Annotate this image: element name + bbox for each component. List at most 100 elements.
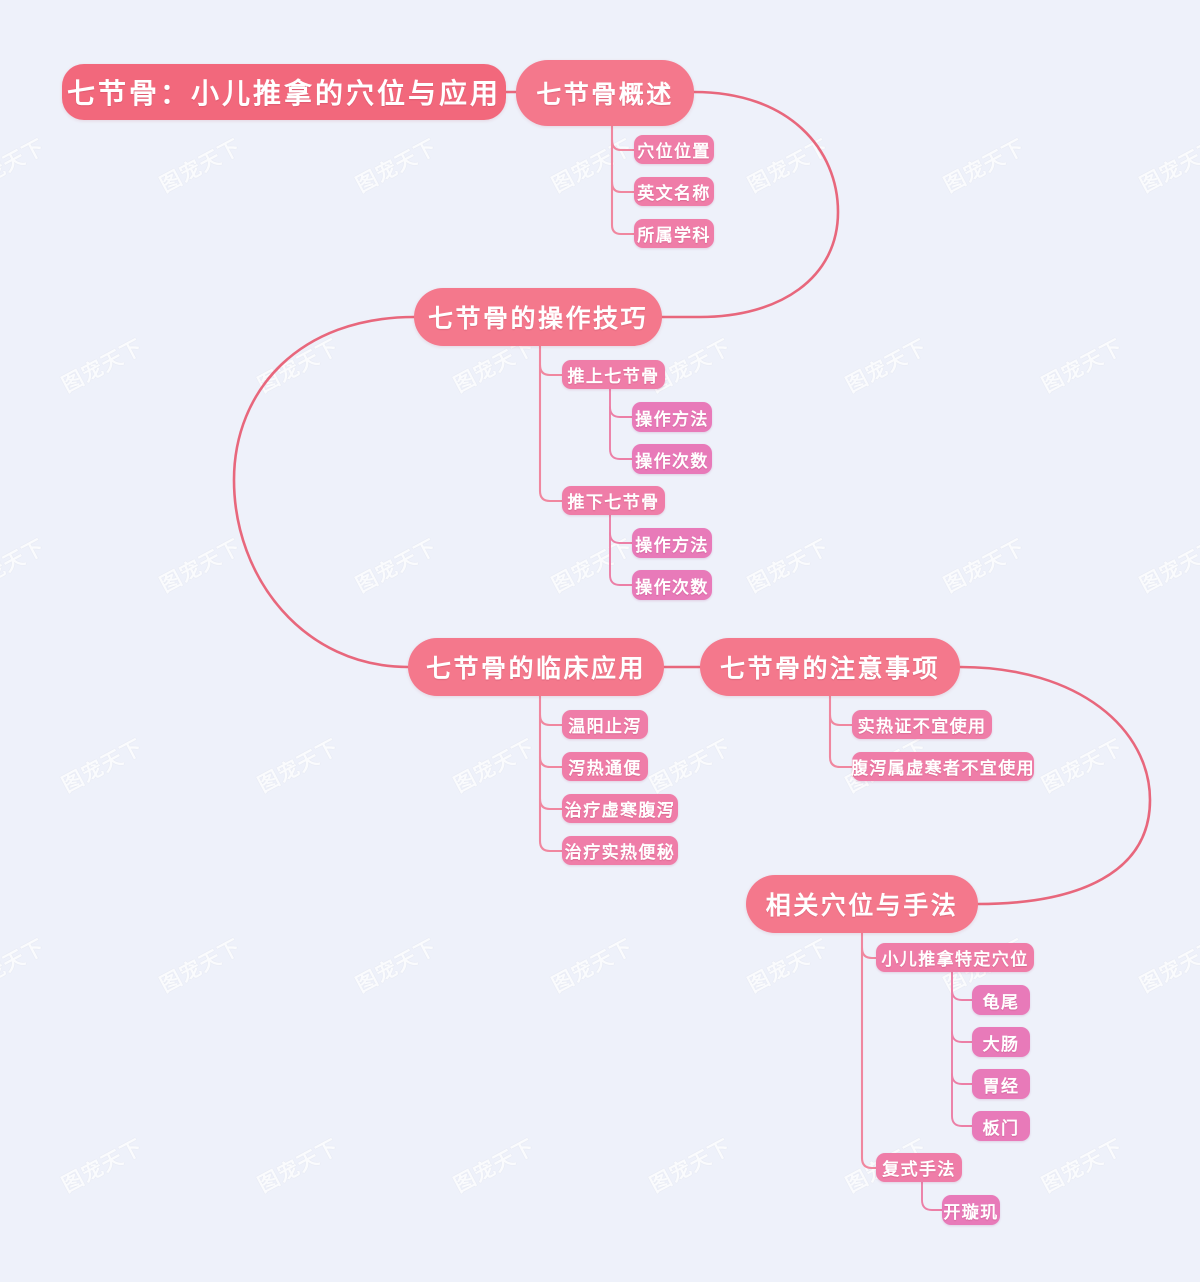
link-compound-technique-0	[921, 1181, 943, 1211]
link-technique-child-0	[538, 363, 564, 377]
link-pushdown-child-0	[609, 532, 633, 544]
leaf-node-push-down-count-label: 操作次数	[635, 577, 709, 597]
link-precautions-children-spine	[828, 694, 854, 769]
leaf-node-push-up-method-label: 操作方法	[635, 409, 709, 429]
branch-node-precautions[interactable]: 七节骨的注意事项	[700, 638, 960, 696]
branch-node-overview[interactable]: 七节骨概述	[516, 60, 694, 126]
leaf-node-push-down-count[interactable]: 操作次数	[632, 570, 712, 600]
watermark-text: 图宠天下	[58, 335, 147, 398]
sub-node-treat-heat-constipation[interactable]: 治疗实热便秘	[562, 836, 678, 865]
sub-node-discipline[interactable]: 所属学科	[634, 219, 714, 248]
sub-node-warm-yang[interactable]: 温阳止泻	[562, 710, 648, 739]
branch-node-related[interactable]: 相关穴位与手法	[746, 875, 978, 933]
watermark-text: 图宠天下	[352, 535, 441, 598]
sub-node-cold-diarrhea-contraindication-label: 腹泻属虚寒者不宜使用	[851, 759, 1035, 778]
watermark-text: 图宠天下	[156, 535, 245, 598]
link-clinical-children-spine	[538, 694, 564, 853]
link-clinical-child-2	[538, 797, 564, 811]
link-specific-point-1	[951, 1031, 973, 1043]
leaf-node-dachang[interactable]: 大肠	[972, 1027, 1030, 1057]
sub-node-english-name[interactable]: 英文名称	[634, 177, 714, 206]
watermark-text: 图宠天下	[58, 735, 147, 798]
watermark-text: 图宠天下	[940, 535, 1029, 598]
watermark-text: 图宠天下	[254, 1135, 343, 1198]
leaf-node-push-up-method[interactable]: 操作方法	[632, 402, 712, 432]
leaf-node-weijing[interactable]: 胃经	[972, 1069, 1030, 1099]
leaf-node-push-down-method[interactable]: 操作方法	[632, 528, 712, 558]
watermark-text: 图宠天下	[450, 735, 539, 798]
sub-node-warm-yang-label: 温阳止泻	[568, 717, 642, 736]
branch-node-related-label: 相关穴位与手法	[765, 893, 959, 920]
link-pushup-children-spine	[609, 388, 633, 460]
branch-node-overview-label: 七节骨概述	[536, 82, 674, 109]
sub-node-treat-heat-constipation-label: 治疗实热便秘	[564, 843, 676, 862]
watermark-text: 图宠天下	[58, 1135, 147, 1198]
watermark-text: 图宠天下	[744, 535, 833, 598]
sub-node-push-down-label: 推下七节骨	[567, 493, 660, 512]
leaf-node-guiwei-label: 龟尾	[982, 992, 1020, 1012]
link-precautions-child-0	[828, 713, 854, 727]
watermark-text: 图宠天下	[548, 935, 637, 998]
link-overview-child-1	[610, 180, 636, 194]
watermark-text: 图宠天下	[842, 335, 931, 398]
sub-node-excess-heat-contraindication[interactable]: 实热证不宜使用	[852, 710, 992, 739]
watermark-text: 图宠天下	[1136, 135, 1200, 198]
sub-node-cold-diarrhea-contraindication[interactable]: 腹泻属虚寒者不宜使用	[851, 752, 1035, 781]
watermark-text: 图宠天下	[352, 935, 441, 998]
link-technique-to-clinical	[232, 315, 416, 669]
sub-node-purge-heat-label: 泻热通便	[568, 759, 642, 778]
watermark-text: 图宠天下	[156, 135, 245, 198]
sub-node-compound-technique-label: 复式手法	[882, 1160, 956, 1179]
sub-node-pediatric-specific-points[interactable]: 小儿推拿特定穴位	[876, 943, 1034, 972]
watermark-text: 图宠天下	[744, 135, 833, 198]
link-overview-child-0	[610, 138, 636, 152]
link-specific-point-0	[951, 989, 973, 1001]
root-node-label: 七节骨：小儿推拿的穴位与应用	[67, 79, 502, 110]
watermark-text: 图宠天下	[1136, 535, 1200, 598]
watermark-text: 图宠天下	[744, 935, 833, 998]
leaf-node-guiwei[interactable]: 龟尾	[972, 985, 1030, 1015]
sub-node-purge-heat[interactable]: 泻热通便	[562, 752, 648, 781]
watermark-text: 图宠天下	[450, 1135, 539, 1198]
link-overview-children-spine	[610, 124, 636, 236]
sub-node-pediatric-specific-points-label: 小儿推拿特定穴位	[881, 950, 1029, 969]
watermark-text: 图宠天下	[352, 135, 441, 198]
watermark-text: 图宠天下	[156, 935, 245, 998]
sub-node-push-up-label: 推上七节骨	[567, 367, 660, 386]
watermark-text: 图宠天下	[548, 135, 637, 198]
watermark-text: 图宠天下	[548, 535, 637, 598]
sub-node-discipline-label: 所属学科	[637, 226, 711, 245]
branch-node-technique[interactable]: 七节骨的操作技巧	[414, 288, 662, 346]
leaf-node-dachang-label: 大肠	[982, 1034, 1020, 1054]
sub-node-excess-heat-contraindication-label: 实热证不宜使用	[857, 717, 987, 736]
watermark-text: 图宠天下	[254, 335, 343, 398]
leaf-node-push-up-count[interactable]: 操作次数	[632, 444, 712, 474]
link-pushup-child-0	[609, 406, 633, 418]
leaf-node-banmen[interactable]: 板门	[972, 1111, 1030, 1141]
sub-node-treat-cold-diarrhea[interactable]: 治疗虚寒腹泻	[562, 794, 678, 823]
sub-node-push-up[interactable]: 推上七节骨	[562, 360, 665, 389]
link-clinical-child-0	[538, 713, 564, 727]
link-technique-children-spine	[538, 344, 564, 503]
link-specific-point-2	[951, 1073, 973, 1085]
watermark-text: 图宠天下	[1038, 335, 1127, 398]
sub-node-point-location[interactable]: 穴位位置	[634, 135, 714, 164]
sub-node-point-location-label: 穴位位置	[637, 142, 711, 161]
watermark-text: 图宠天下	[646, 735, 735, 798]
link-pushdown-children-spine	[609, 514, 633, 586]
branch-node-technique-label: 七节骨的操作技巧	[428, 306, 649, 333]
sub-node-compound-technique[interactable]: 复式手法	[876, 1153, 962, 1182]
leaf-node-kaixuanji[interactable]: 开璇玑	[942, 1195, 1000, 1225]
leaf-node-weijing-label: 胃经	[982, 1076, 1020, 1096]
branch-node-clinical[interactable]: 七节骨的临床应用	[408, 638, 664, 696]
link-precautions-to-related	[958, 665, 1152, 906]
watermark-text: 图宠天下	[0, 935, 49, 998]
watermark-text: 图宠天下	[1038, 735, 1127, 798]
root-node[interactable]: 七节骨：小儿推拿的穴位与应用	[62, 64, 506, 120]
watermark-text: 图宠天下	[1038, 1135, 1127, 1198]
watermark-text: 图宠天下	[1136, 935, 1200, 998]
sub-node-english-name-label: 英文名称	[637, 184, 711, 203]
watermark-text: 图宠天下	[0, 135, 49, 198]
sub-node-push-down[interactable]: 推下七节骨	[562, 486, 665, 515]
watermark-text: 图宠天下	[254, 735, 343, 798]
